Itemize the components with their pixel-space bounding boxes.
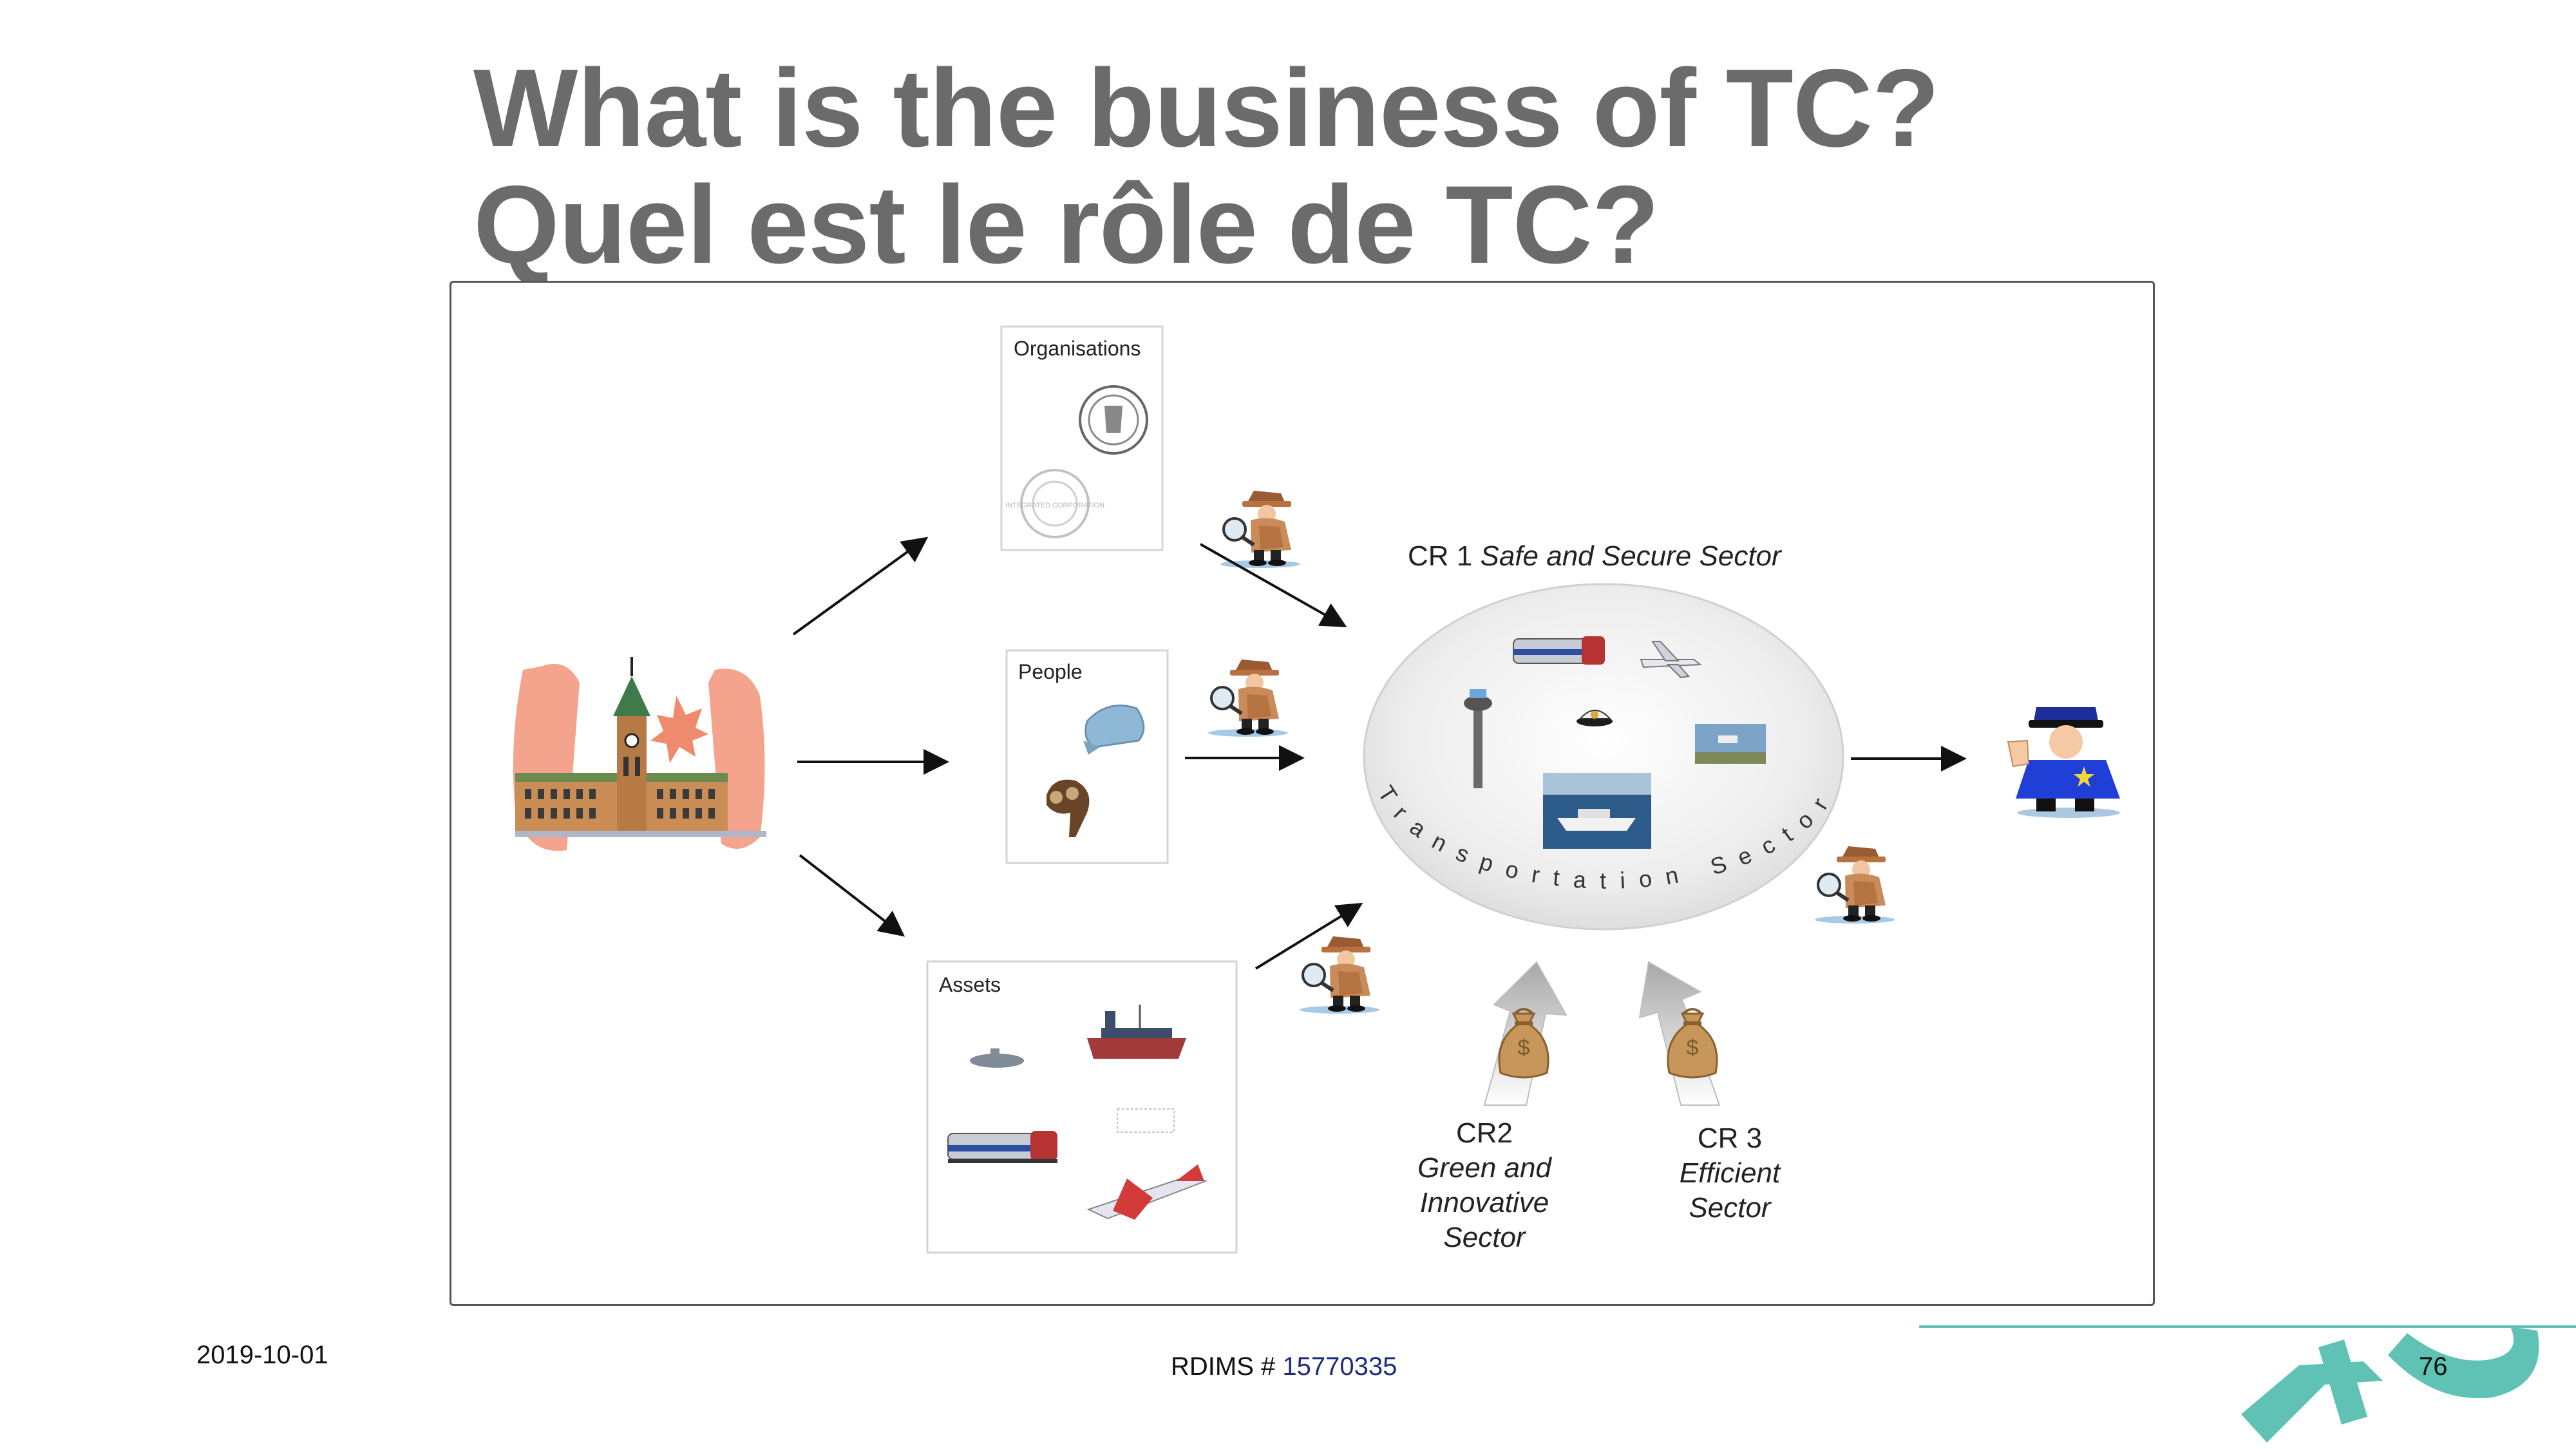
cr2-code: CR2	[1456, 1117, 1513, 1149]
arrow-assets-to-sector	[1255, 902, 1363, 970]
assets-box: Assets	[926, 960, 1238, 1254]
arrow-to-assets	[799, 854, 905, 937]
detective-icon-right	[1815, 846, 1895, 923]
submarine-icon	[970, 1048, 1024, 1068]
money-bag-icon-cr3: $	[1666, 1008, 1719, 1079]
police-officer-icon	[2007, 707, 2120, 818]
small-airplane-icon	[1086, 1164, 1208, 1220]
drone-photo-icon	[1695, 724, 1766, 764]
airliner-icon	[1640, 641, 1702, 679]
canada-parliament-icon	[513, 657, 766, 851]
arrow-to-organisations	[792, 536, 929, 636]
cr3-line2: Sector	[1689, 1192, 1772, 1224]
cap-icon	[1083, 705, 1145, 755]
rdims-label: RDIMS #	[1171, 1352, 1283, 1381]
cr1-label: CR 1 Safe and Secure Sector	[1408, 540, 1783, 572]
arrow-organisations-to-sector	[1200, 543, 1347, 627]
detective-icon-bottom	[1300, 936, 1379, 1014]
stamp-text: INTEGRATED CORPORATION	[1005, 502, 1104, 509]
slide-title: What is the business of TC? Quel est le …	[473, 46, 1940, 287]
footer-date: 2019-10-01	[196, 1341, 328, 1369]
corporate-stamp-icon: INTEGRATED CORPORATION	[1005, 469, 1104, 538]
footer-rdims: RDIMS # 15770335	[1171, 1352, 1397, 1381]
page-number: 76	[2419, 1352, 2448, 1381]
people-label: People	[1018, 660, 1083, 683]
cr2-line3: Sector	[1443, 1222, 1527, 1253]
money-bag-icon-cr2: $	[1497, 1008, 1550, 1079]
aviator-helmet-icon	[1046, 779, 1090, 837]
assets-label: Assets	[939, 973, 1001, 996]
cr2-line2: Innovative	[1420, 1187, 1549, 1218]
organisations-label: Organisations	[1014, 337, 1141, 360]
cr2-label: CR2 Green and Innovative Sector	[1417, 1117, 1552, 1253]
detective-icon-top	[1220, 491, 1300, 568]
cr2-line1: Green and	[1417, 1152, 1552, 1184]
organisations-box: Organisations INTEGRATED CORPORATION	[1000, 325, 1164, 551]
money-symbol: $	[1518, 1036, 1530, 1060]
captain-hat-icon	[1577, 710, 1613, 726]
cr3-line1: Efficient	[1680, 1157, 1781, 1189]
title-french: Quel est le rôle de TC?	[473, 163, 1660, 287]
control-tower-icon	[1464, 689, 1492, 788]
cr3-code: CR 3	[1698, 1122, 1762, 1154]
rdims-number-link[interactable]: 15770335	[1282, 1352, 1397, 1381]
passenger-train-icon	[947, 1131, 1057, 1163]
bus-sketch-icon	[1117, 1108, 1175, 1133]
title-english: What is the business of TC?	[473, 46, 1940, 170]
tc-logo	[2241, 1327, 2539, 1443]
train-icon	[1513, 636, 1605, 665]
transportation-sector-ellipse: Transportation Sector	[1363, 583, 1844, 931]
speedboat-photo-icon	[1543, 773, 1651, 849]
money-symbol: $	[1687, 1036, 1699, 1060]
detective-icon-middle	[1208, 659, 1288, 737]
people-box: People	[1005, 649, 1169, 864]
seal-icon	[1079, 385, 1148, 455]
cr3-label: CR 3 Efficient Sector	[1680, 1122, 1781, 1224]
cargo-ship-icon	[1087, 1005, 1186, 1059]
